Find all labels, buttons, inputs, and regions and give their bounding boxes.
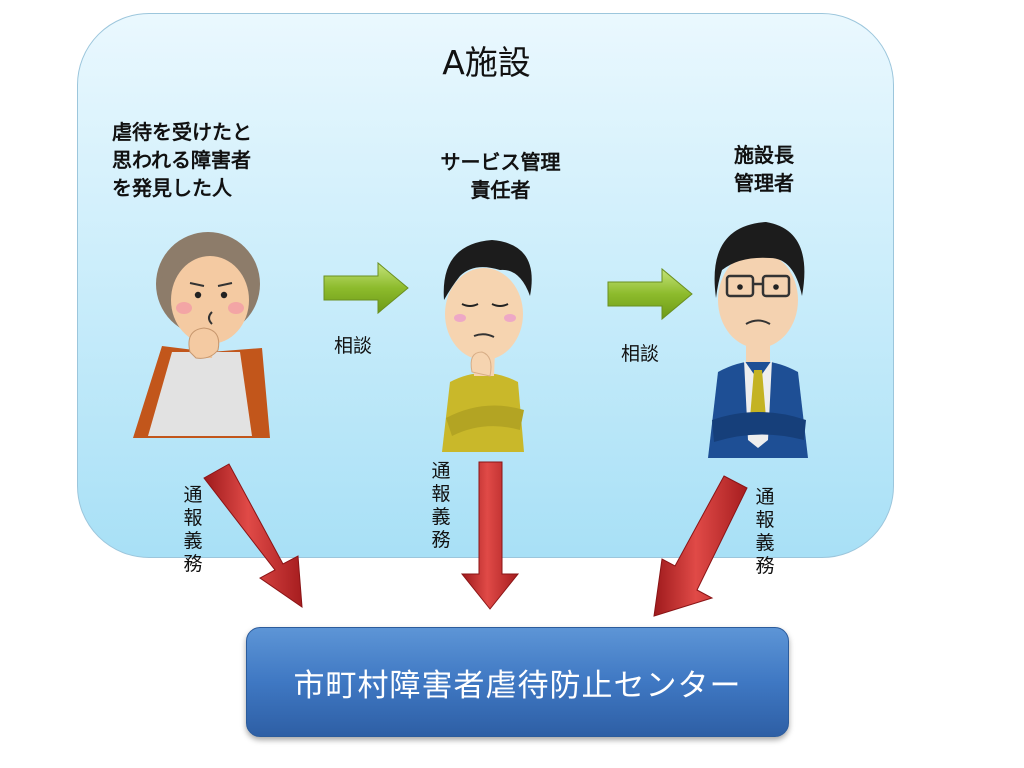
prevention-center-box: 市町村障害者虐待防止センター bbox=[246, 627, 789, 737]
glasses-manager-icon bbox=[708, 222, 808, 458]
prevention-center-label: 市町村障害者虐待防止センター bbox=[293, 667, 742, 704]
report-duty-label-1: 通 報 義 務 bbox=[183, 484, 203, 575]
consult-arrow-2 bbox=[607, 267, 693, 321]
report-arrow-3 bbox=[653, 475, 748, 617]
consult-arrow-1 bbox=[323, 261, 409, 315]
report-duty-label-2: 通 報 義 務 bbox=[431, 460, 451, 551]
discoverer-label: 虐待を受けたと 思われる障害者 を発見した人 bbox=[112, 120, 252, 200]
consult-label-2: 相談 bbox=[621, 343, 660, 365]
worried-woman-icon bbox=[133, 232, 270, 438]
report-arrow-2 bbox=[460, 461, 520, 610]
facility-manager-label: 施設長 管理者 bbox=[734, 143, 794, 195]
facility-title: A施設 bbox=[442, 43, 531, 82]
report-arrow-1 bbox=[203, 463, 303, 609]
thinking-man-icon bbox=[442, 240, 532, 452]
consult-label-1: 相談 bbox=[334, 335, 373, 357]
report-duty-label-3: 通 報 義 務 bbox=[755, 486, 775, 577]
service-manager-label: サービス管理 責任者 bbox=[440, 150, 561, 202]
